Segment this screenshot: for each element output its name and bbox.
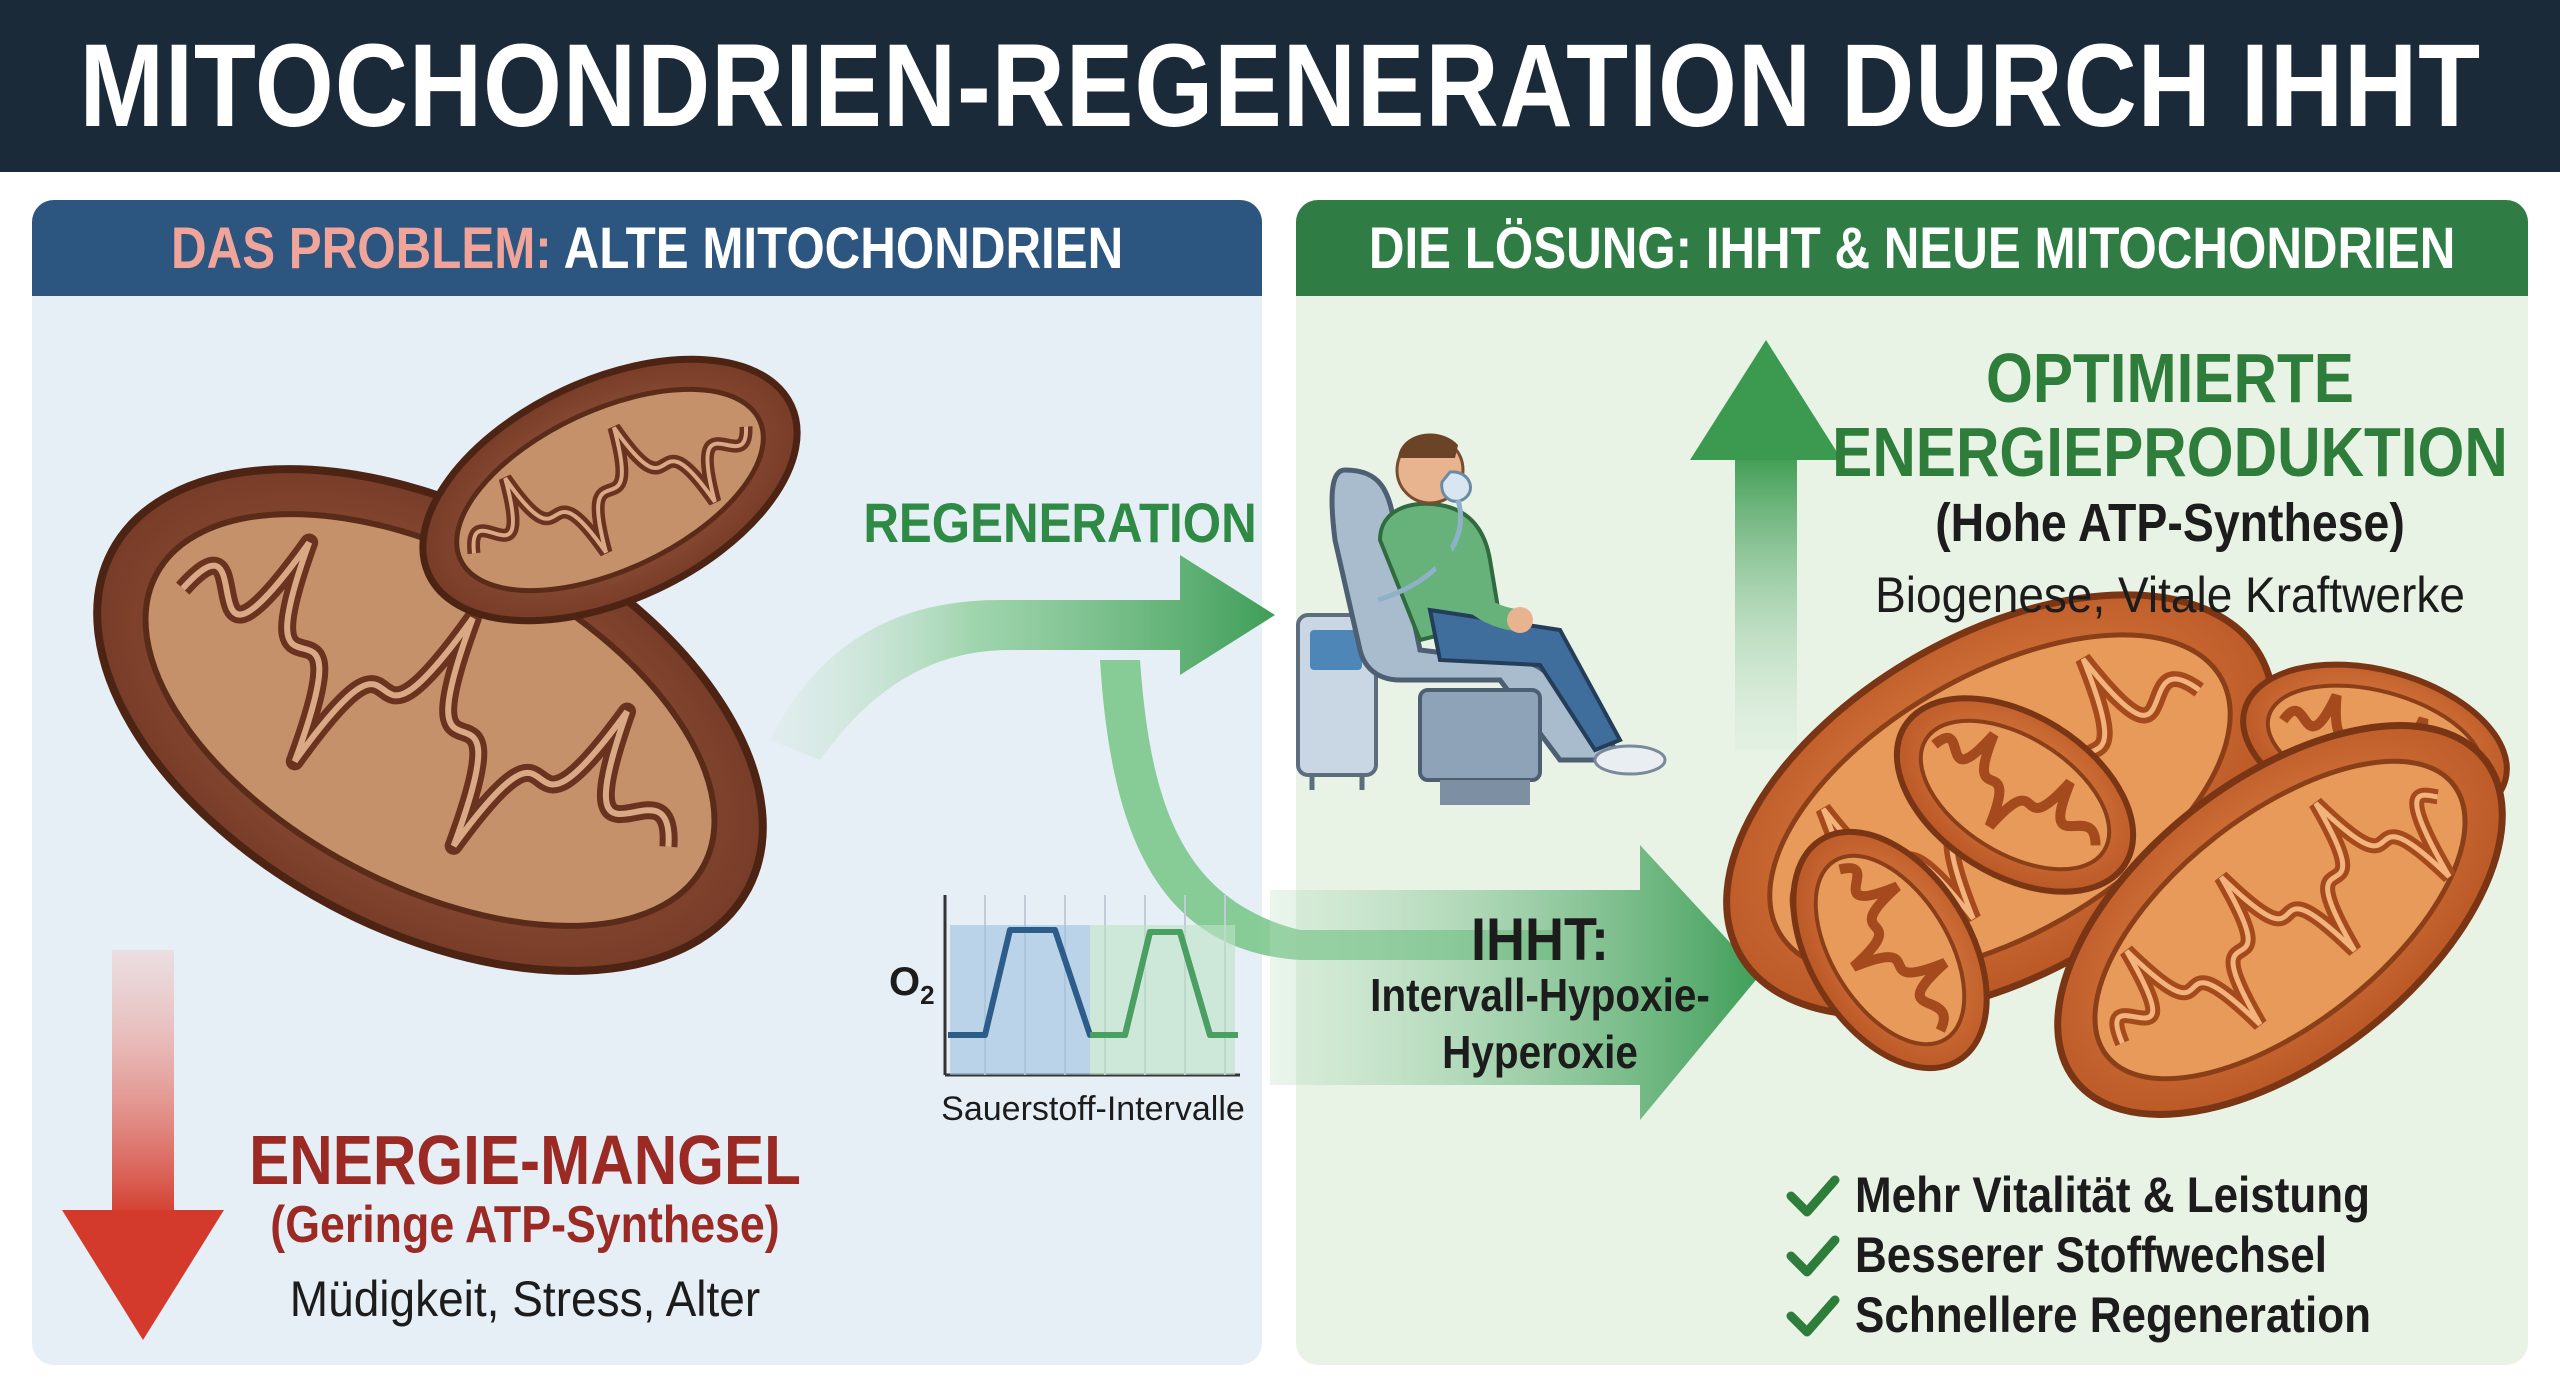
benefit-item: Schnellere Regeneration <box>1785 1285 2441 1345</box>
page-title: MITOCHONDRIEN-REGENERATION DURCH IHHT <box>79 20 2481 152</box>
optimized-title-line2: ENERGIEPRODUKTION <box>1832 413 2508 491</box>
check-icon <box>1786 1295 1840 1337</box>
benefit-item: Mehr Vitalität & Leistung <box>1785 1165 2441 1225</box>
chart-caption: Sauerstoff-Intervalle <box>941 1090 1245 1128</box>
title-bar: MITOCHONDRIEN-REGENERATION DURCH IHHT <box>0 0 2560 172</box>
check-icon <box>1786 1175 1840 1217</box>
optimized-title-line1: OPTIMIERTE <box>1986 339 2354 417</box>
energy-deficit-subtitle: (Geringe ATP-Synthese) <box>270 1196 780 1254</box>
problem-header: DAS PROBLEM: ALTE MITOCHONDRIEN <box>32 200 1262 296</box>
ihht-subtitle-line1: Intervall-Hypoxie- <box>1370 969 1710 1021</box>
energy-deficit-title: ENERGIE-MANGEL <box>249 1121 801 1199</box>
solution-title: DIE LÖSUNG: IHHT & NEUE MITOCHONDRIEN <box>1368 215 2456 281</box>
ihht-title: IHHT: <box>1471 906 1609 973</box>
benefit-text: Schnellere Regeneration <box>1855 1287 2371 1343</box>
ihht-subtitle-line2: Hyperoxie <box>1442 1026 1638 1078</box>
problem-label: DAS PROBLEM: <box>170 215 552 281</box>
optimized-subtitle: (Hohe ATP-Synthese) <box>1935 493 2405 553</box>
o2-subscript: 2 <box>920 980 935 1010</box>
check-icon <box>1786 1235 1840 1277</box>
regeneration-label: REGENERATION <box>863 491 1257 554</box>
benefit-list: Mehr Vitalität & Leistung Besserer Stoff… <box>1785 1165 2441 1345</box>
benefit-text: Mehr Vitalität & Leistung <box>1855 1167 2371 1223</box>
optimized-description: Biogenese, Vitale Kraftwerke <box>1875 567 2465 623</box>
benefit-item: Besserer Stoffwechsel <box>1785 1225 2441 1285</box>
o2-symbol: O <box>889 960 921 1004</box>
benefit-text: Besserer Stoffwechsel <box>1855 1227 2327 1283</box>
o2-axis-label: O2 <box>889 960 935 1011</box>
solution-header: DIE LÖSUNG: IHHT & NEUE MITOCHONDRIEN <box>1296 200 2528 296</box>
problem-title: ALTE MITOCHONDRIEN <box>551 215 1124 281</box>
energy-deficit-description: Müdigkeit, Stress, Alter <box>289 1271 761 1327</box>
